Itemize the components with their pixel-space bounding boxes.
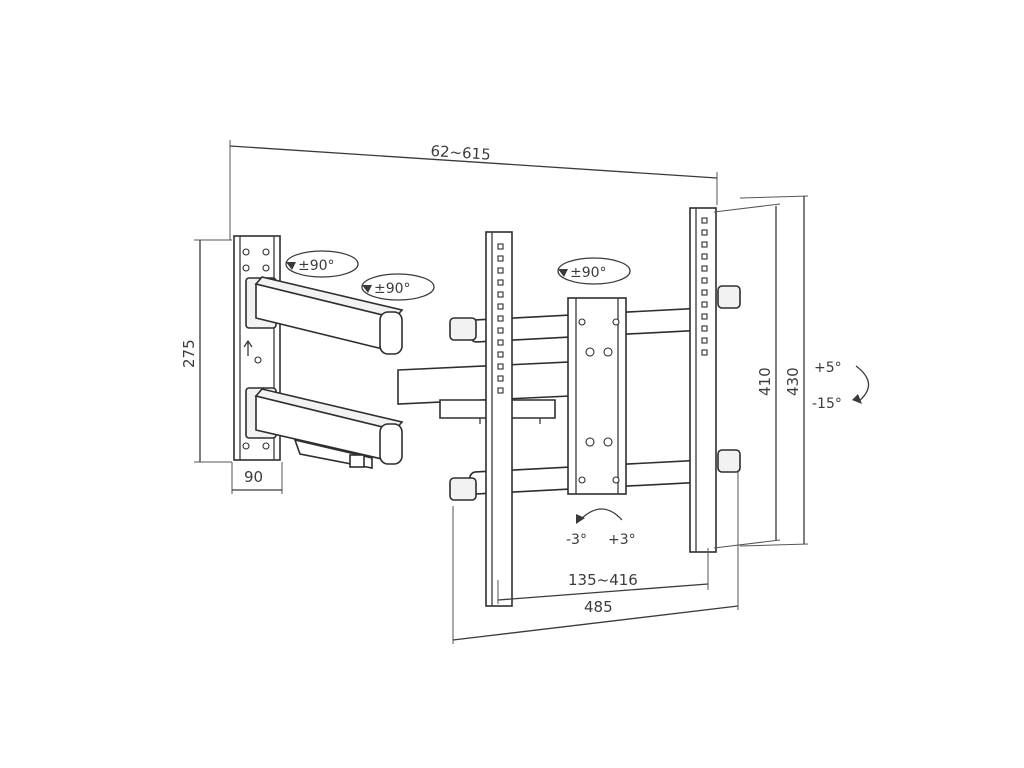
dimension-vesa-horizontal: 135~416 — [497, 548, 709, 604]
dimension-inner-vertical-label: 410 — [756, 367, 774, 396]
right-vertical-bracket — [689, 207, 741, 553]
dimension-overall-width-label: 485 — [584, 598, 613, 616]
up-arrow-icon — [243, 339, 253, 356]
bracket-hole — [701, 313, 708, 320]
bracket-hole — [701, 265, 708, 272]
bracket-hole — [701, 337, 708, 344]
bracket-hole — [497, 327, 504, 334]
rotation-level-plus-label: +3° — [608, 532, 636, 548]
dimension-outer-vertical-label: 430 — [784, 367, 802, 396]
bracket-hole — [497, 363, 504, 370]
bracket-hole — [497, 291, 504, 298]
bracket-hole — [701, 325, 708, 332]
bracket-hole — [701, 301, 708, 308]
bracket-hole — [701, 277, 708, 284]
bracket-hole — [497, 267, 504, 274]
bracket-hole — [497, 387, 504, 394]
dimension-arm-extension-label: 62~615 — [430, 142, 491, 164]
rotation-tilt: +5° -15° — [812, 360, 870, 412]
bracket-hole — [701, 253, 708, 260]
dimension-wall-plate-depth-label: 90 — [244, 468, 263, 486]
rotation-level: -3° +3° — [566, 508, 636, 548]
dimension-vesa-horizontal-label: 135~416 — [568, 571, 638, 589]
rotation-wall-swivel-label: ±90° — [298, 258, 335, 274]
dimension-arm-extension: 62~615 — [229, 140, 718, 240]
rotation-head-swivel: ±90° — [557, 257, 631, 285]
rotation-wall-swivel: ±90° — [285, 250, 359, 278]
bracket-hole — [497, 279, 504, 286]
lower-arm — [254, 388, 404, 469]
rotation-arm-swivel-label: ±90° — [374, 281, 411, 297]
dimension-outer-vertical: 430 — [739, 195, 809, 547]
rotation-tilt-down-label: -15° — [812, 396, 842, 412]
rotation-level-minus-label: -3° — [566, 532, 587, 548]
dimension-wall-plate-depth: 90 — [231, 462, 283, 494]
dimension-wall-plate-height: 275 — [180, 239, 232, 463]
rotation-arm-swivel: ±90° — [361, 273, 435, 301]
bracket-hole — [701, 349, 708, 356]
bracket-hole — [497, 315, 504, 322]
bracket-hole — [497, 339, 504, 346]
rotation-tilt-up-label: +5° — [814, 360, 842, 376]
bracket-hole — [701, 217, 708, 224]
bracket-hole — [701, 241, 708, 248]
left-vertical-bracket — [449, 231, 513, 607]
bracket-hole — [497, 375, 504, 382]
bracket-hole — [701, 229, 708, 236]
middle-arm — [397, 361, 571, 424]
bracket-hole — [701, 289, 708, 296]
bracket-hole — [497, 351, 504, 358]
dimension-inner-vertical: 410 — [713, 203, 781, 549]
rotation-head-swivel-label: ±90° — [570, 265, 607, 281]
upper-arm — [254, 276, 404, 355]
bracket-hole — [497, 303, 504, 310]
center-plate — [567, 297, 627, 495]
dimension-overall-width: 485 — [452, 470, 739, 644]
dimension-wall-plate-height-label: 275 — [180, 339, 198, 368]
bracket-hole — [497, 243, 504, 250]
bracket-hole — [497, 255, 504, 262]
